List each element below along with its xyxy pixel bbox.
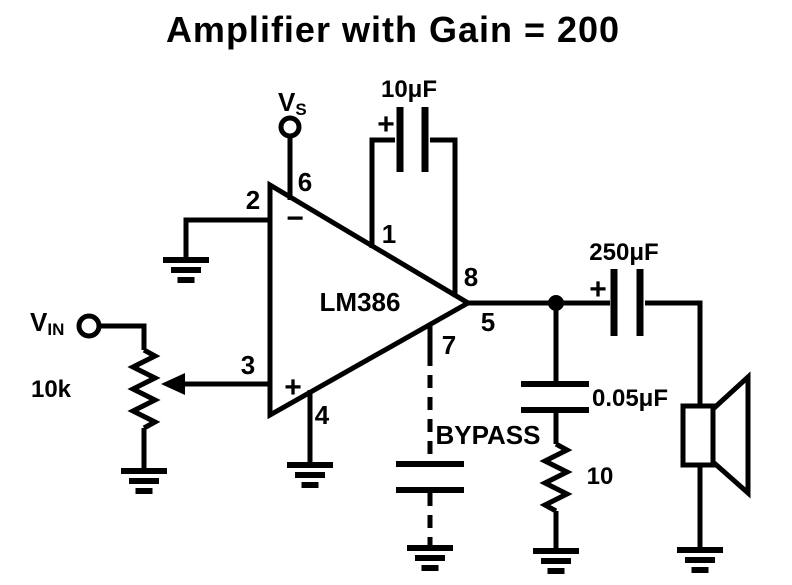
- gain-cap-value: 10μF: [381, 76, 437, 103]
- pin4-label: 4: [315, 400, 330, 430]
- pin2-label: 2: [246, 185, 260, 215]
- zobel-resistor-value: 10: [587, 463, 614, 490]
- vs-terminal-label: VS: [278, 87, 307, 119]
- ground-symbol: [163, 260, 209, 280]
- output-cap-value: 250μF: [589, 239, 658, 266]
- pot-wiper-arrow-icon: [161, 373, 185, 395]
- pin7-label: 7: [442, 330, 456, 360]
- pot-resistor-zigzag: [127, 347, 161, 431]
- ground-symbol: [677, 550, 723, 570]
- speaker-feed-wire: [645, 300, 703, 406]
- speaker-driver-icon: [680, 403, 716, 468]
- pot-value: 10k: [31, 376, 72, 403]
- zobel-resistor-zigzag: [539, 441, 573, 514]
- ground-symbol: [533, 551, 579, 571]
- vin-wire: [100, 323, 147, 350]
- diagram-title: Amplifier with Gain = 200: [166, 9, 620, 50]
- vin-main: V: [30, 307, 48, 337]
- pin1-wire: [369, 137, 395, 248]
- pin6-label: 6: [298, 167, 312, 197]
- pin5-label: 5: [481, 307, 495, 337]
- ic-part-number: LM386: [320, 287, 401, 317]
- vs-terminal-circle: [278, 115, 302, 139]
- speaker-cone-icon: [710, 371, 751, 499]
- ground-symbol: [407, 548, 453, 568]
- pin8-label: 8: [464, 262, 478, 292]
- vs-sub: S: [295, 100, 306, 119]
- opamp-triangle: [267, 180, 473, 420]
- bypass-label: BYPASS: [436, 420, 541, 450]
- vin-terminal-circle: [76, 313, 102, 339]
- inverting-input-minus-icon: −: [286, 202, 304, 235]
- ground-symbol: [287, 465, 333, 485]
- pin3-label: 3: [241, 350, 255, 380]
- pin2-wire: [183, 217, 270, 257]
- vin-terminal-label: VIN: [30, 307, 64, 339]
- gain-cap-polarity: +: [377, 108, 395, 141]
- vin-sub: IN: [47, 320, 64, 339]
- vs-main: V: [278, 87, 296, 117]
- zobel-cap-value: 0.05μF: [592, 385, 668, 412]
- output-cap-polarity: +: [589, 273, 607, 306]
- pin8-wire: [430, 137, 458, 297]
- noninverting-input-plus-icon: +: [284, 371, 302, 404]
- ground-symbol: [121, 471, 167, 491]
- pin1-label: 1: [382, 219, 396, 249]
